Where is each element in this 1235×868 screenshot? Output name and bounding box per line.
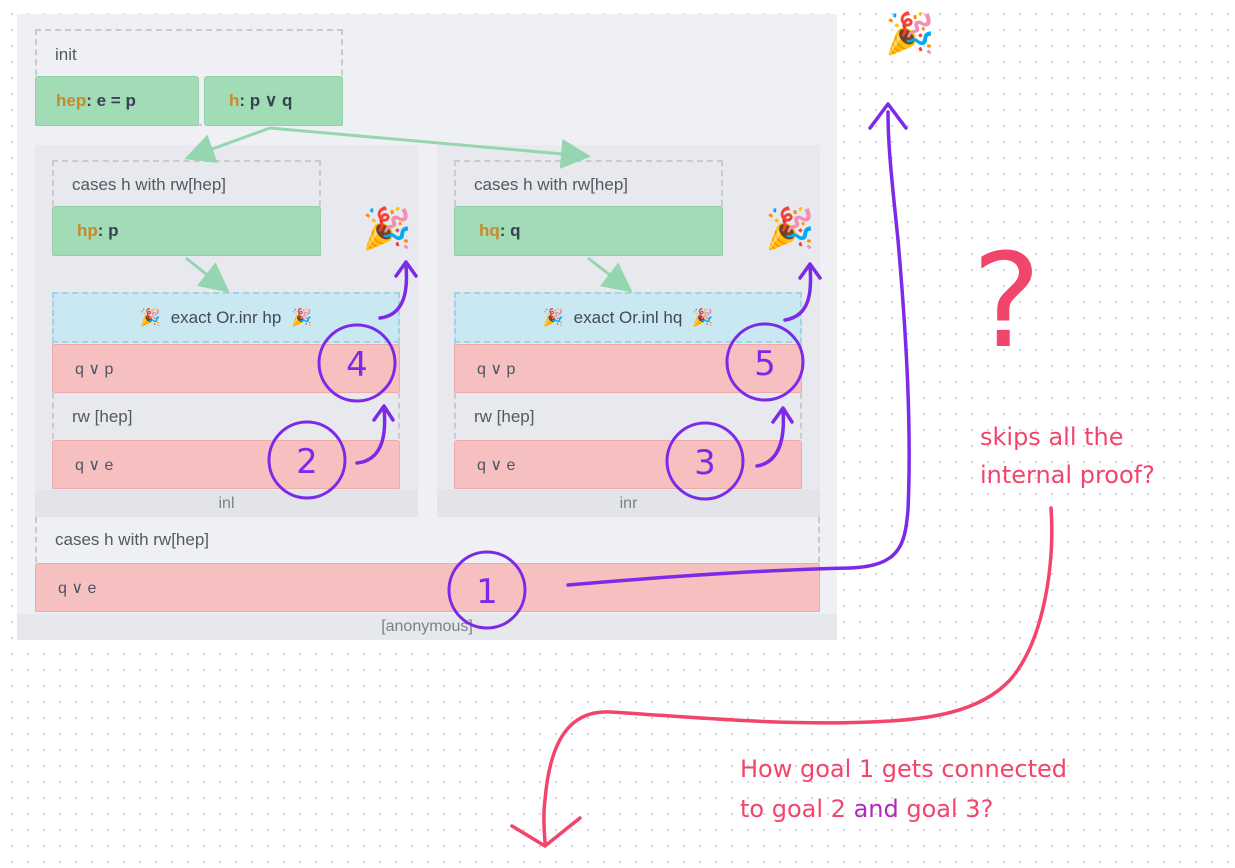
init-label: init <box>55 45 77 64</box>
circle-1 <box>447 550 527 630</box>
party-icon: 🎉 <box>139 307 161 327</box>
outer-goal[interactable]: q ∨ e <box>35 563 820 612</box>
note-skips-line1: skips all the <box>980 423 1124 451</box>
circle-number: 5 <box>754 344 776 384</box>
hyp-name: h <box>229 91 240 110</box>
party-popper-icon: 🎉 <box>765 207 815 251</box>
note-goal-line1: How goal 1 gets connected <box>740 755 1068 783</box>
party-popper-icon: 🎉 <box>362 207 412 251</box>
circle-number: 3 <box>694 443 716 483</box>
flow-arrows <box>184 126 633 293</box>
numbered-circles <box>267 322 805 630</box>
purple-arrows <box>355 102 911 587</box>
hyp-type: : p ∨ q <box>239 91 293 110</box>
inr-goal-top[interactable]: q ∨ p <box>454 344 802 393</box>
note-skips-line2: internal proof? <box>980 461 1155 489</box>
party-icon: 🎉 <box>291 307 313 327</box>
hyp-name: hq <box>479 221 500 240</box>
hyp-name: hep <box>56 91 87 110</box>
note-text: 2 <box>830 795 846 823</box>
red-arrow <box>510 506 1054 848</box>
note-text: ? <box>980 795 994 823</box>
inl-goal-top[interactable]: q ∨ p <box>52 344 400 393</box>
exact-label: exact Or.inr hp <box>170 307 282 327</box>
inr-goal-bottom[interactable]: q ∨ e <box>454 440 802 489</box>
outer-cases-label: cases h with rw[hep] <box>55 530 210 549</box>
inl-rw-label: rw [hep] <box>72 407 133 426</box>
inr-cases-label: cases h with rw[hep] <box>474 175 629 194</box>
hyp-h[interactable]: h: p ∨ q <box>204 76 343 126</box>
circle-numbers: 4 2 5 3 1 <box>296 344 776 612</box>
circle-3 <box>665 421 745 501</box>
note-text: to goal <box>740 795 824 823</box>
inr-footer: inr <box>437 490 820 517</box>
inl-cases-label: cases h with rw[hep] <box>72 175 227 194</box>
circle-5 <box>725 322 805 402</box>
inl-footer: inl <box>35 490 418 517</box>
party-icon: 🎉 <box>692 307 714 327</box>
question-mark: ? <box>972 225 1041 377</box>
hyp-hq[interactable]: hq: q <box>454 206 723 256</box>
hyp-type: : p <box>97 221 119 240</box>
circle-number: 1 <box>476 572 498 612</box>
circle-number: 2 <box>296 442 318 482</box>
note-goal-line2: to goal 2 and goal 3? <box>740 796 993 822</box>
hyp-type: : e = p <box>86 91 136 110</box>
circle-2 <box>267 420 347 500</box>
hyp-name: hp <box>77 221 98 240</box>
inr-exact-tactic[interactable]: 🎉 exact Or.inl hq 🎉 <box>454 292 802 343</box>
inr-rw-label: rw [hep] <box>474 407 535 426</box>
party-popper-icon: 🎉 <box>885 12 935 56</box>
exact-label: exact Or.inl hq <box>573 307 683 327</box>
hyp-hp[interactable]: hp: p <box>52 206 321 256</box>
note-text: goal 3 <box>906 795 981 823</box>
outer-footer: [anonymous] <box>17 614 837 640</box>
hyp-hep[interactable]: hep: e = p <box>35 76 199 126</box>
note-text: and <box>853 795 899 823</box>
party-icon: 🎉 <box>542 307 564 327</box>
circle-4 <box>317 323 397 403</box>
hyp-type: : q <box>499 221 521 240</box>
inl-exact-tactic[interactable]: 🎉 exact Or.inr hp 🎉 <box>52 292 400 343</box>
circle-number: 4 <box>346 345 368 385</box>
